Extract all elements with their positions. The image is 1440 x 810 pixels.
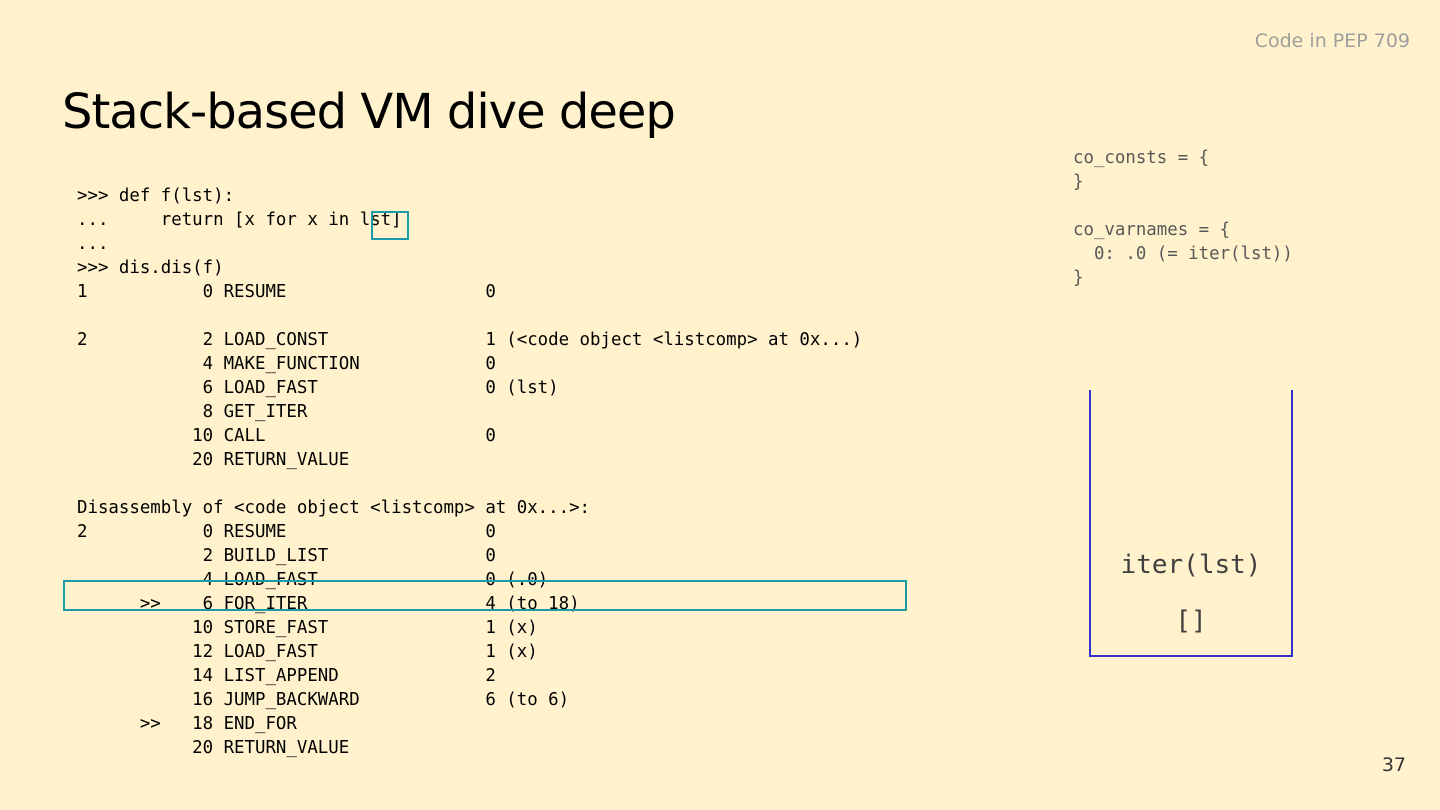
code-line: >>> def f(lst): bbox=[77, 186, 235, 206]
blank-line bbox=[1073, 194, 1293, 218]
code-line: 2 BUILD_LIST 0 bbox=[77, 546, 496, 566]
blank-line bbox=[77, 472, 862, 496]
co-consts-close: } bbox=[1073, 172, 1084, 192]
co-varnames-entry: 0: .0 (= iter(lst)) bbox=[1073, 244, 1293, 264]
code-line: 4 MAKE_FUNCTION 0 bbox=[77, 354, 496, 374]
co-consts-open: co_consts = { bbox=[1073, 148, 1210, 168]
code-line: 16 JUMP_BACKWARD 6 (to 6) bbox=[77, 690, 570, 710]
code-line: 14 LIST_APPEND 2 bbox=[77, 666, 496, 686]
code-line: 2 0 RESUME 0 bbox=[77, 522, 496, 542]
code-line: >> 18 END_FOR bbox=[77, 714, 297, 734]
code-object-info: co_consts = { } co_varnames = { 0: .0 (=… bbox=[1073, 146, 1293, 290]
disassembly-code: >>> def f(lst): ... return [x for x in l… bbox=[77, 184, 862, 760]
section-label: Code in PEP 709 bbox=[1254, 30, 1410, 52]
co-varnames-close: } bbox=[1073, 268, 1084, 288]
highlight-load-fast-row bbox=[63, 580, 907, 611]
code-line: 10 CALL 0 bbox=[77, 426, 496, 446]
stack-item-iter: iter(lst) bbox=[1120, 550, 1262, 580]
slide-title: Stack-based VM dive deep bbox=[62, 84, 676, 140]
code-line: 12 LOAD_FAST 1 (x) bbox=[77, 642, 538, 662]
highlight-lst-box bbox=[371, 211, 409, 240]
code-line: 8 GET_ITER bbox=[77, 402, 308, 422]
code-line: 1 0 RESUME 0 bbox=[77, 282, 496, 302]
page-number: 37 bbox=[1381, 754, 1406, 776]
code-line: 20 RETURN_VALUE bbox=[77, 450, 350, 470]
co-varnames-open: co_varnames = { bbox=[1073, 220, 1231, 240]
code-line: ... bbox=[77, 234, 109, 254]
value-stack: iter(lst) [] bbox=[1089, 390, 1293, 657]
code-line: Disassembly of <code object <listcomp> a… bbox=[77, 498, 591, 518]
stack-item-list: [] bbox=[1175, 606, 1207, 636]
code-line: >>> dis.dis(f) bbox=[77, 258, 224, 278]
code-line: 10 STORE_FAST 1 (x) bbox=[77, 618, 538, 638]
code-line: 6 LOAD_FAST 0 (lst) bbox=[77, 378, 559, 398]
code-line: ... return [x for x in lst] bbox=[77, 210, 402, 230]
code-line: 20 RETURN_VALUE bbox=[77, 738, 350, 758]
code-line: 2 2 LOAD_CONST 1 (<code object <listcomp… bbox=[77, 330, 863, 350]
blank-line bbox=[77, 304, 862, 328]
